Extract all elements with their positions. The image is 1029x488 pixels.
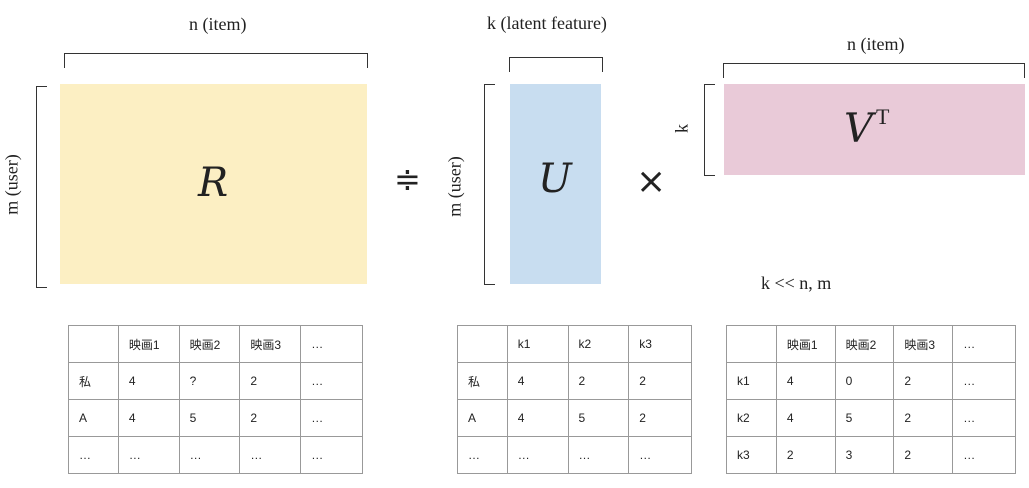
u-side-bracket: [484, 84, 495, 285]
table-cell: k3: [726, 436, 777, 474]
r-side-bracket: [36, 86, 47, 288]
table-cell: …: [952, 362, 1016, 400]
v-side-label: k: [671, 124, 692, 133]
table-cell: …: [567, 436, 630, 474]
u-example-table: k1 k2 k3 私 4 2 2 A 4 5 2 … … … …: [457, 325, 692, 474]
table-cell: …: [300, 325, 363, 363]
table-cell: …: [300, 399, 363, 437]
u-matrix-symbol: U: [538, 156, 572, 202]
table-cell: …: [506, 436, 569, 474]
approx-equal-sign: ≑: [394, 160, 421, 198]
table-cell: 映画3: [893, 325, 954, 363]
r-matrix: R: [60, 84, 367, 284]
rank-note: k << n, m: [761, 273, 832, 293]
r-side-label: m (user): [1, 154, 22, 215]
r-top-label: n (item): [189, 14, 247, 34]
table-cell: ?: [178, 362, 241, 400]
u-top-label: k (latent feature): [487, 13, 607, 33]
table-row: k3 2 3 2 …: [726, 436, 1016, 474]
table-cell: …: [300, 362, 363, 400]
table-cell: …: [952, 436, 1016, 474]
table-cell: 2: [893, 399, 954, 437]
table-cell: 5: [834, 399, 895, 437]
table-cell: …: [952, 325, 1016, 363]
table-cell: 2: [893, 362, 954, 400]
table-cell: 映画2: [178, 325, 241, 363]
table-cell: A: [457, 399, 508, 437]
table-cell: 5: [567, 399, 630, 437]
table-cell: 2: [239, 399, 302, 437]
r-top-bracket: [64, 53, 368, 68]
table-row: k1 4 0 2 …: [726, 362, 1016, 400]
v-top-bracket: [723, 63, 1025, 78]
table-cell: k2: [726, 399, 777, 437]
table-row: 映画1 映画2 映画3 …: [726, 325, 1016, 363]
table-cell: 4: [775, 362, 836, 400]
table-cell: 5: [178, 399, 241, 437]
v-matrix-symbol: V: [844, 106, 873, 152]
table-row: … … … … …: [68, 436, 363, 474]
table-cell: 4: [506, 399, 569, 437]
table-cell: 4: [117, 362, 180, 400]
table-cell: 2: [567, 362, 630, 400]
table-cell: k1: [506, 325, 569, 363]
table-cell: …: [628, 436, 692, 474]
table-cell: …: [239, 436, 302, 474]
u-side-label: m (user): [444, 156, 465, 217]
v-top-label: n (item): [847, 34, 905, 54]
table-cell: 2: [239, 362, 302, 400]
table-cell: [68, 325, 119, 363]
table-row: A 4 5 2: [457, 399, 692, 437]
table-cell: 2: [628, 399, 692, 437]
table-row: k2 4 5 2 …: [726, 399, 1016, 437]
table-cell: …: [178, 436, 241, 474]
table-cell: …: [300, 436, 363, 474]
table-cell: 映画1: [775, 325, 836, 363]
table-cell: 2: [775, 436, 836, 474]
table-row: 映画1 映画2 映画3 …: [68, 325, 363, 363]
table-row: A 4 5 2 …: [68, 399, 363, 437]
table-row: 私 4 2 2: [457, 362, 692, 400]
r-matrix-symbol: R: [198, 160, 229, 206]
table-cell: A: [68, 399, 119, 437]
table-cell: 映画3: [239, 325, 302, 363]
r-example-table: 映画1 映画2 映画3 … 私 4 ? 2 … A 4 5 2 … … … … …: [68, 325, 363, 474]
table-cell: 4: [506, 362, 569, 400]
table-cell: 映画1: [117, 325, 180, 363]
table-row: 私 4 ? 2 …: [68, 362, 363, 400]
table-cell: 私: [68, 362, 119, 400]
u-matrix: U: [510, 84, 601, 284]
table-cell: 2: [893, 436, 954, 474]
table-cell: …: [952, 399, 1016, 437]
table-cell: k2: [567, 325, 630, 363]
table-cell: k3: [628, 325, 692, 363]
table-cell: [457, 325, 508, 363]
v-example-table: 映画1 映画2 映画3 … k1 4 0 2 … k2 4 5 2 … k3 2…: [726, 325, 1016, 474]
table-cell: k1: [726, 362, 777, 400]
table-cell: 0: [834, 362, 895, 400]
table-cell: …: [457, 436, 508, 474]
table-cell: …: [68, 436, 119, 474]
table-row: k1 k2 k3: [457, 325, 692, 363]
table-cell: 私: [457, 362, 508, 400]
multiply-sign: ×: [636, 161, 667, 202]
table-cell: [726, 325, 777, 363]
v-transpose-matrix: V T: [724, 84, 1025, 175]
table-cell: 3: [834, 436, 895, 474]
table-cell: …: [117, 436, 180, 474]
u-top-bracket: [509, 57, 603, 72]
table-cell: 映画2: [834, 325, 895, 363]
v-transpose-superscript: T: [876, 104, 890, 129]
v-side-bracket: [704, 84, 715, 176]
table-cell: 2: [628, 362, 692, 400]
table-cell: 4: [775, 399, 836, 437]
table-cell: 4: [117, 399, 180, 437]
table-row: … … … …: [457, 436, 692, 474]
